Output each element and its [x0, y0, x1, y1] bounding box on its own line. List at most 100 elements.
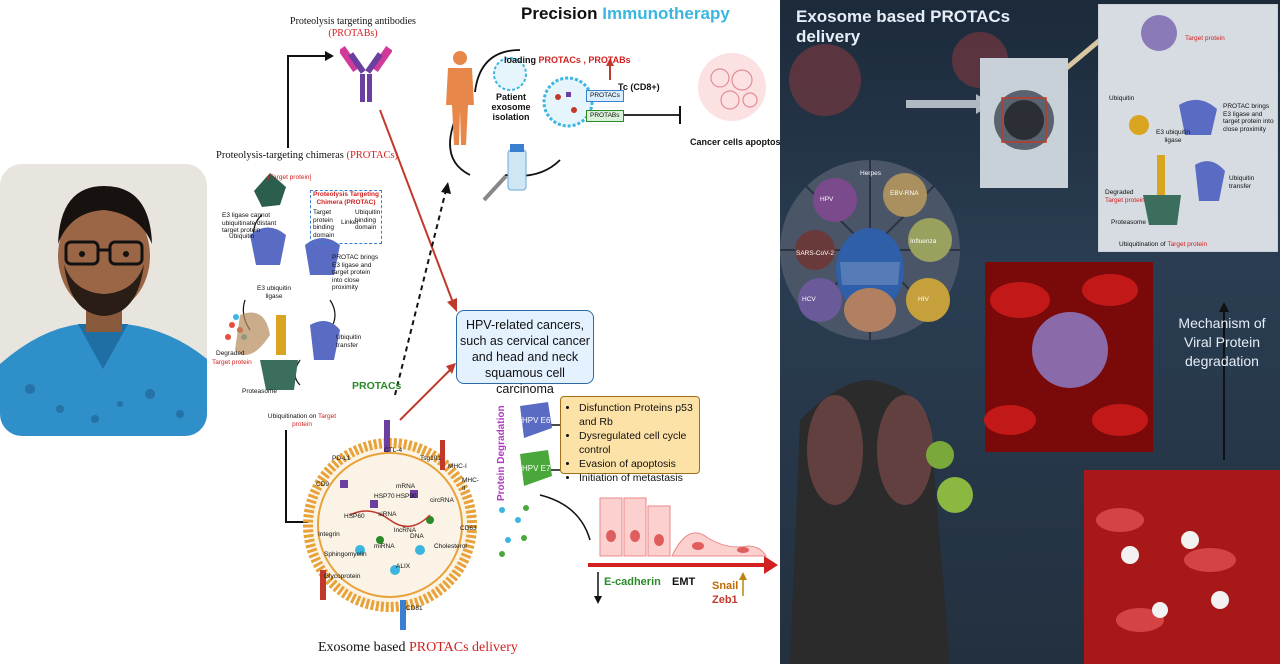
protac-box-title: Proteolysis Targeting Chimera (PROTAC): [313, 191, 379, 206]
protabs-label: Proteolysis targeting antibodies (PROTAB…: [283, 16, 423, 40]
exo-label-ctl4: CTL-4: [384, 447, 403, 454]
loading-red: PROTACs , PROTABs: [538, 55, 631, 65]
right-panel-title: Exosome based PROTACs delivery: [796, 7, 1011, 46]
protacs-title-suffix: (PROTACs): [346, 150, 399, 161]
tc-cd8-label: Tc (CD8+): [618, 82, 660, 92]
inset-transfer-label: Ubiquitin transfer: [1229, 175, 1255, 190]
hpv-effect-item: Disfunction Proteins p53 and Rb: [579, 401, 695, 429]
protacs-tag: PROTACs: [586, 90, 624, 102]
mechanism-label: Mechanism of Viral Protein degradation: [1178, 315, 1266, 369]
hpv-protein-icons: [520, 402, 552, 486]
exo-label-alix: ALIX: [396, 563, 411, 570]
viral-protac-panel: Exosome based PROTACs delivery Target pr…: [780, 0, 1280, 664]
exo-label-glycoprotein: Glycoprotein: [324, 573, 361, 580]
inset-ubiquitination-suffix: Target protein: [1167, 241, 1208, 248]
protabs-line1: Proteolysis targeting antibodies: [290, 16, 416, 27]
inset-degraded-label: Degraded: [1105, 189, 1134, 196]
wheel-label-sars: SARS-CoV-2: [796, 250, 834, 257]
exosome-box: [980, 58, 1068, 188]
target-protein-tag: [Target protein]: [268, 174, 312, 181]
inset-ubiquitin-label: Ubiquitin: [1109, 95, 1135, 102]
hpv-e6-label: HPV E6: [522, 416, 551, 425]
immunotherapy-title: Precision Immunotherapy: [521, 4, 730, 24]
e3-ligase-shape: [250, 227, 286, 265]
exo-label-cd81: CD81: [406, 605, 423, 612]
snail-label: Snail: [712, 580, 739, 592]
protabs-line2: (PROTABs): [328, 28, 378, 39]
wheel-label-hpv: HPV: [820, 196, 834, 203]
mechanism-inset-illustration: [1129, 15, 1225, 225]
loading-prefix: loading: [504, 55, 539, 65]
protabs-tag: PROTABs: [586, 110, 624, 122]
wheel-label-herpes: Herpes: [860, 170, 881, 177]
emt-cells-illustration: [599, 497, 767, 557]
inset-ubiquitination-prefix: Ubiquitination of: [1119, 241, 1168, 248]
exo-label-hsp90: HSP90: [396, 493, 417, 500]
target-binding-label: Target protein binding domain: [313, 209, 335, 239]
inset-proteasome-label: Proteasome: [1111, 219, 1147, 226]
exosome-loading-icons: [493, 57, 594, 128]
wheel-label-hcv: HCV: [802, 296, 816, 303]
inset-e3-label: E3 ubiquitin ligase: [1156, 129, 1190, 144]
protacs-green-label: PROTACs: [352, 380, 402, 392]
mechanism-inset: Target protein Ubiquitin E3 ubiquitin li…: [1098, 4, 1278, 252]
hpv-e7-label: HPV E7: [522, 464, 551, 473]
hpv-effects-box: Disfunction Proteins p53 and Rb Dysregul…: [560, 396, 700, 484]
immunotherapy-title-part1: Precision: [521, 4, 603, 23]
ubiquitin-binding-label: Ubiquitin binding domain: [355, 209, 381, 231]
antibody-icon: [340, 46, 392, 102]
exosome-box-illustration: [994, 90, 1054, 150]
loading-label: loading PROTACs , PROTABs: [504, 55, 631, 65]
protein-degradation-label-wrap: Protein Degradation: [496, 395, 510, 505]
exo-label-sirna: siRNA: [378, 511, 397, 518]
exosome-labels: PD-L1 CTL-4 Tsg101 MHC-I MHC-II CD9 CD63…: [310, 447, 480, 615]
wheel-label-ebv: EBV-RNA: [890, 190, 919, 197]
portrait-photo: [0, 164, 207, 436]
syringe-vial-icon: [482, 144, 527, 202]
exo-label-circrna: circRNA: [430, 497, 454, 504]
exosome-title-suffix: PROTACs delivery: [408, 640, 518, 655]
linker-label: Linker: [341, 219, 359, 226]
exo-label-mhc1: MHC-I: [448, 463, 467, 470]
exo-label-cholesterol: Cholesterol: [434, 543, 467, 550]
hpv-effect-item: Evasion of apoptosis: [579, 457, 695, 471]
exo-label-tsg101: Tsg101: [420, 455, 441, 462]
degraded-fragments-icon: [499, 505, 529, 557]
patient-exosome-label: Patient exosome isolation: [491, 92, 531, 122]
exo-label-pdl1: PD-L1: [332, 455, 351, 462]
hpv-e6-shape: [520, 402, 552, 438]
exo-label-lncrna: lncRNA: [394, 527, 417, 534]
immunotherapy-title-part2: Immunotherapy: [602, 4, 730, 23]
e3-ligase-shape-2: [305, 238, 340, 275]
inset-ubiquitination-label: Ubiquitination of Target protein: [1119, 241, 1207, 249]
wheel-label-influenza: Influenza: [910, 238, 937, 245]
degraded-label: Degraded: [216, 350, 245, 357]
zeb1-label: Zeb1: [712, 594, 738, 606]
proteasome-shape: [260, 360, 298, 390]
degraded-target-label: Target protein: [212, 359, 252, 366]
protein-degradation-label: Protein Degradation: [496, 405, 507, 501]
emt-label: EMT: [672, 576, 696, 588]
exo-label-dna: DNA: [410, 533, 424, 540]
exo-label-mrna: mRNA: [396, 483, 416, 490]
inset-degraded-target-label: Target protein: [1105, 197, 1145, 204]
e3-note: E3 ligase cannot ubiquitinate distant ta…: [222, 212, 277, 234]
ubiquitination-prefix: Ubiquitination on: [267, 413, 319, 420]
apoptosis-label: Cancer cells apoptosis: [690, 137, 789, 147]
protacs-title: Proteolysis-targeting chimeras (PROTACs): [216, 150, 398, 161]
exosome-illustration: [303, 420, 477, 630]
target-protein-shape: [254, 173, 286, 207]
degraded-protein-shape: [235, 312, 270, 355]
exo-label-mhc2: MHC-II: [462, 477, 479, 492]
ubiquitin-transfer-label: Ubiquitin transfer: [336, 334, 362, 349]
protac-mechanism-diagram: [225, 173, 340, 390]
hpv-effect-item: Initiation of metastasis: [579, 471, 695, 485]
protacs-title-prefix: Proteolysis-targeting chimeras: [216, 150, 347, 161]
brings-close-label: PROTAC brings E3 ligase and target prote…: [332, 254, 379, 291]
cancer-cells-icon: [698, 53, 766, 121]
wheel-label-hiv: HIV: [918, 296, 929, 303]
exo-label-mirna: miRNA: [374, 543, 395, 550]
exo-label-integrin: Integrin: [318, 531, 340, 538]
protac-definition-box: Proteolysis Targeting Chimera (PROTAC) T…: [310, 190, 382, 244]
exo-label-hsp70: HSP70: [374, 493, 395, 500]
